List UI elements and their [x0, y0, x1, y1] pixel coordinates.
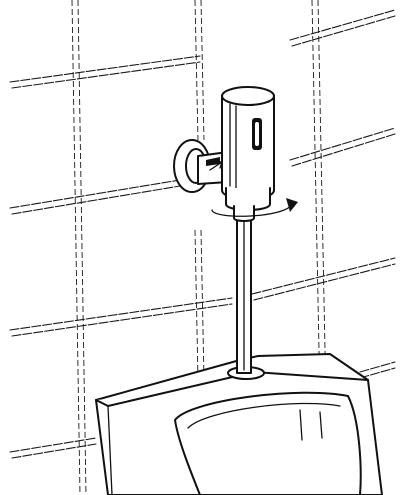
- tile-line-horizontal-2a: [289, 9, 396, 41]
- sensor-window-highlight: [255, 122, 259, 146]
- tile-line-horizontal-5a: [9, 297, 233, 331]
- valve-coupling-nut: [233, 205, 255, 222]
- sensor-flush-valve-icon: [221, 86, 275, 222]
- tile-line-horizontal-2b: [291, 15, 396, 47]
- tile-line-vertical-4: [200, 0, 205, 141]
- tile-line-horizontal-5b: [11, 303, 233, 337]
- tile-line-vertical-7: [311, 0, 321, 401]
- wall-flange-icon: [173, 139, 229, 193]
- tile-line-horizontal-8a: [359, 361, 396, 373]
- tile-line-horizontal-6b: [253, 263, 396, 301]
- valve-cylinder-top: [221, 86, 275, 106]
- tile-line-vertical-3: [194, 0, 199, 141]
- urinal-left-edge: [107, 405, 113, 495]
- wall-connector-nut: [206, 157, 220, 166]
- flush-pipe-icon: [236, 214, 252, 374]
- tile-line-vertical-8: [317, 0, 327, 401]
- tile-line-horizontal-4a: [289, 127, 396, 161]
- rotation-arrow-curve: [211, 203, 293, 217]
- tile-line-vertical-1: [71, 0, 81, 495]
- urinal-bowl-icon: [95, 353, 383, 495]
- tile-line-horizontal-1b: [11, 61, 201, 89]
- urinal-bowl-mark-2: [319, 411, 323, 439]
- tile-line-vertical-6: [200, 229, 205, 381]
- rotation-arrow-icon: [211, 198, 298, 217]
- tile-line-vertical-2: [77, 0, 87, 495]
- tile-line-horizontal-8b: [359, 367, 396, 379]
- urinal-bowl-opening: [174, 391, 362, 495]
- tile-line-horizontal-7b: [11, 443, 97, 459]
- rotation-arrow-head: [286, 198, 298, 212]
- tile-line-horizontal-7a: [9, 437, 97, 453]
- urinal-bowl-mark-1: [299, 409, 303, 441]
- tile-line-horizontal-1a: [9, 55, 201, 83]
- tile-line-vertical-5: [194, 229, 199, 381]
- tile-line-horizontal-3a: [9, 179, 181, 209]
- wall-tile-grid: [9, 0, 396, 495]
- tile-line-horizontal-6a: [251, 257, 396, 295]
- urinal-top-edge: [95, 371, 369, 407]
- tile-line-horizontal-4b: [291, 133, 396, 167]
- urinal-bowl-rim-inner: [187, 402, 341, 429]
- tile-line-horizontal-3b: [11, 185, 181, 215]
